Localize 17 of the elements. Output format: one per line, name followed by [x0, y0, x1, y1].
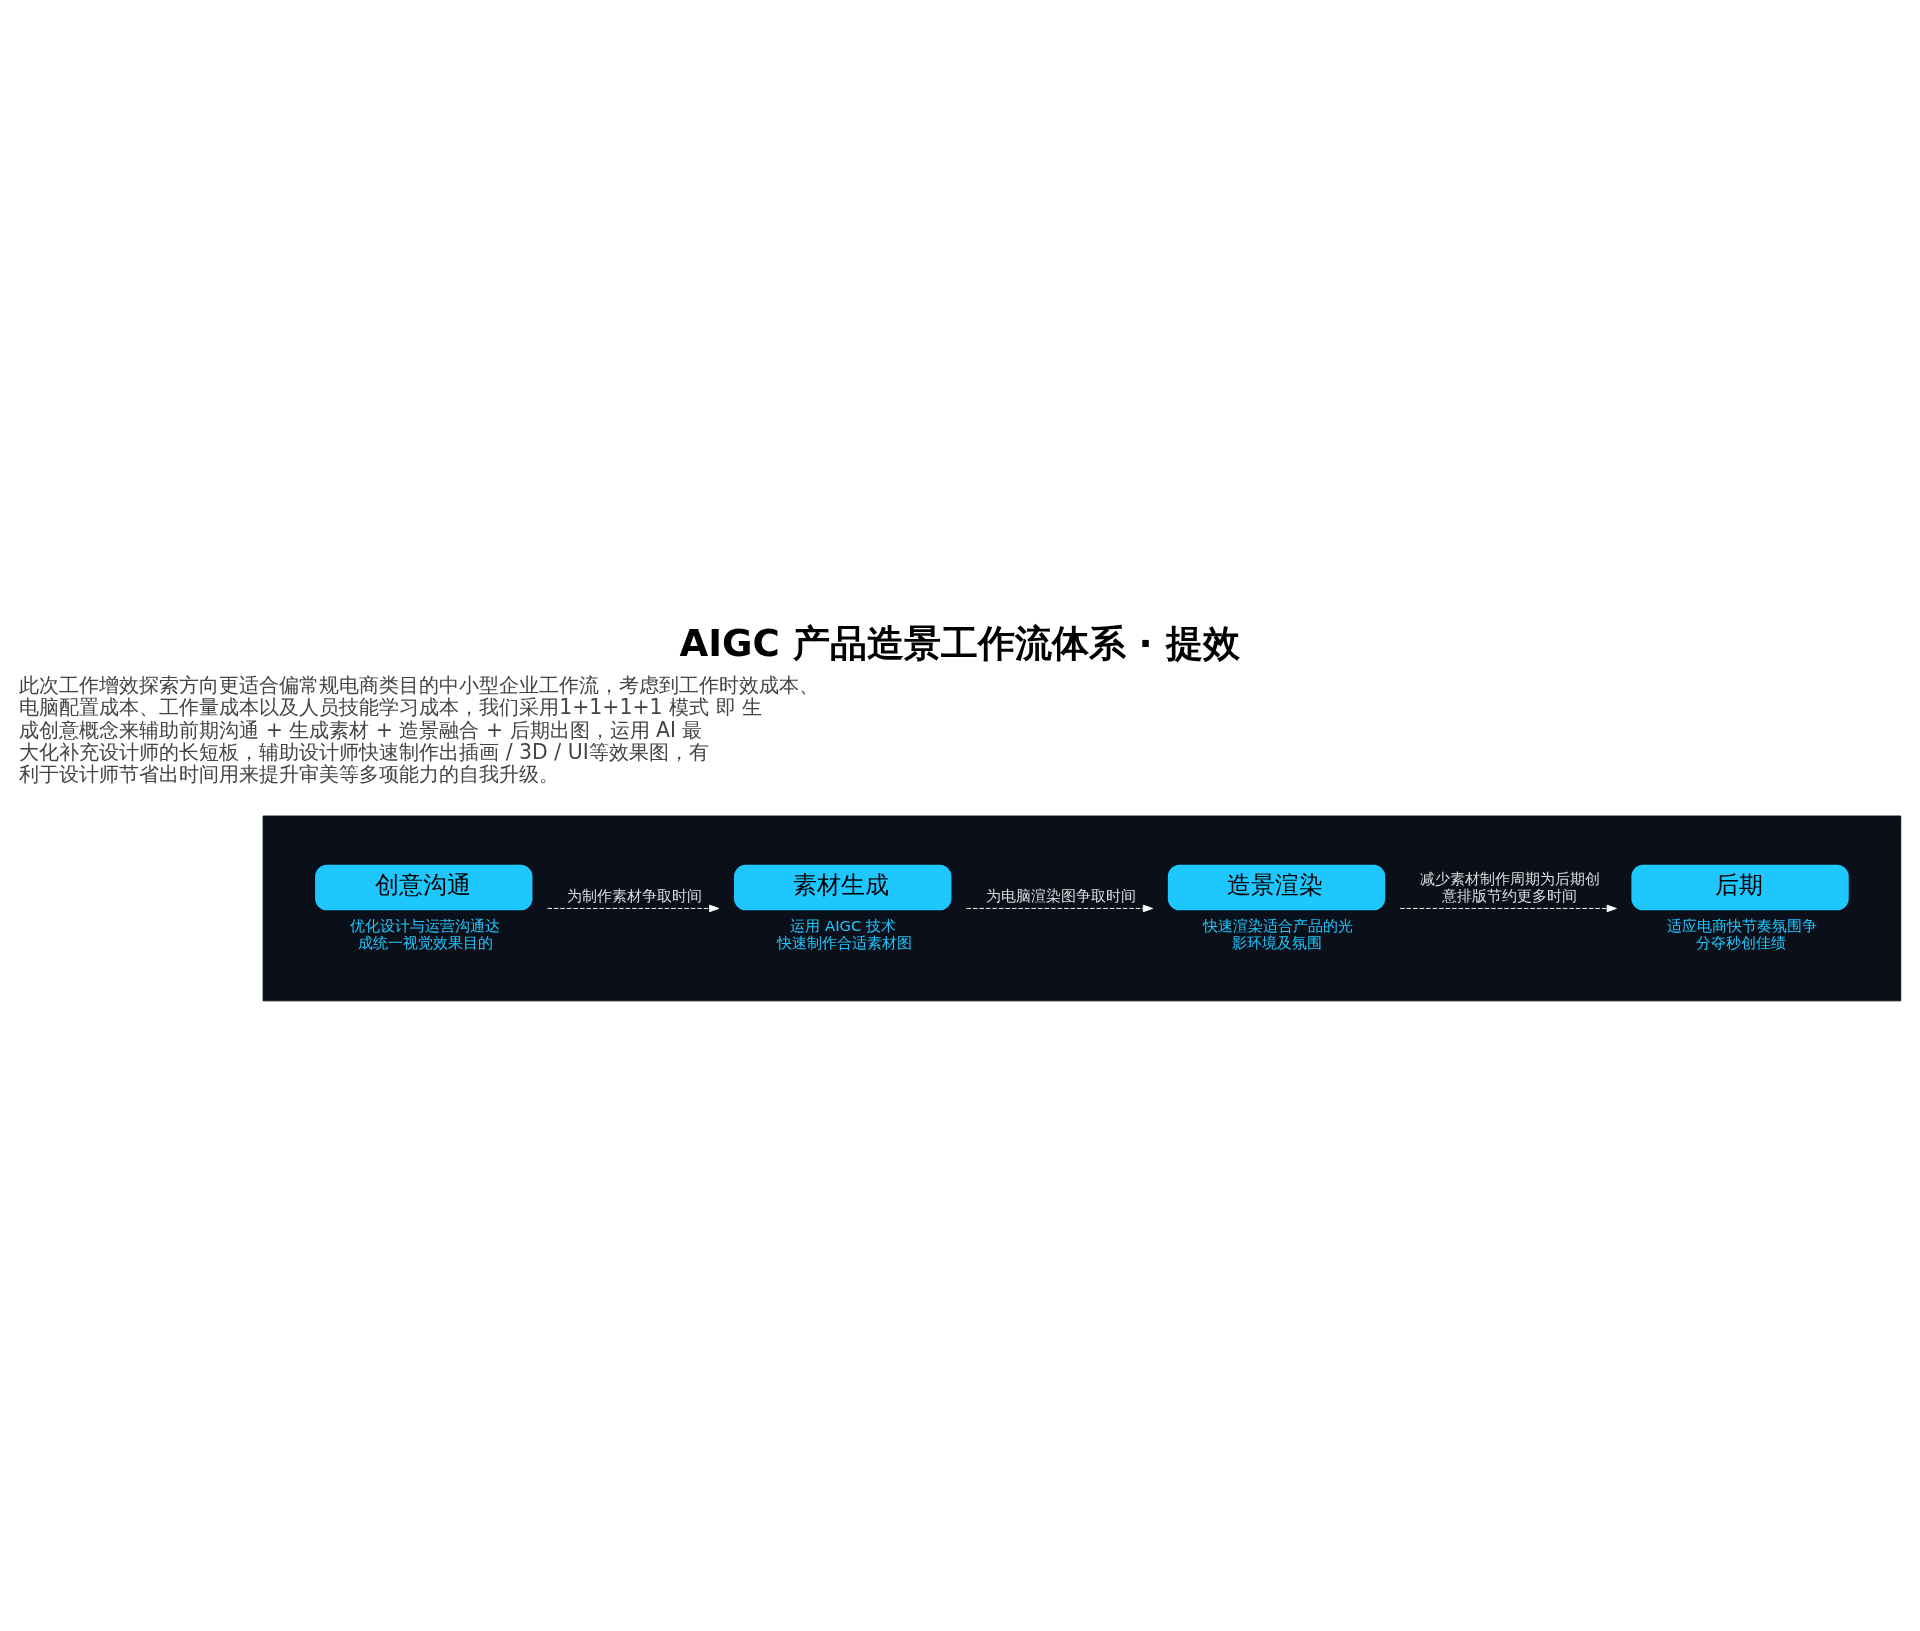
label: 此次工作增效探索方向更适合偏常规电商类目的中小型企业工作流，考虑到工作时效成本、电脑配置成本、工作量成本以及人员技能学习成本，我们采用1+1+1+1 模式 即 生成创意概念来辅助前期沟通 + 生成素材 + 造景融合 + 后期出图，运用 AI 最大化补充设计师的长短板，辅助设计师快速制作出插画 / 3D / UI等效果图，有利于设计师节省出时间用来提升审美等多项能力的自我升级。	[19, 672, 820, 786]
edge-label: 为电脑渲染图争取时间	[986, 886, 1137, 905]
node-label: 优化设计与运营沟通达成统一视觉效果目的	[350, 916, 501, 952]
node-label: 快速渲染适合产品的光影环境及氛围	[1203, 916, 1354, 952]
node-label: 运用 AIGC 技术快速制作合适素材图	[776, 916, 912, 952]
arrow	[1399, 904, 1617, 912]
arrow	[966, 904, 1154, 912]
cluster	[262, 815, 1902, 1001]
arrow	[547, 904, 720, 912]
node-box: 后期	[1631, 864, 1849, 910]
node-box: 造景渲染	[1167, 864, 1386, 910]
diagram-title: AIGC 产品造景工作流体系 · 提效	[679, 621, 1240, 665]
node-box: 创意沟通	[315, 864, 533, 910]
node-label: 适应电商快节奏氛围争分夺秒创佳绩	[1666, 916, 1817, 952]
edge-label: 减少素材制作周期为后期创意排版节约更多时间	[1420, 869, 1601, 905]
node-box: 素材生成	[734, 864, 952, 910]
edge-label: 为制作素材争取时间	[567, 886, 703, 905]
